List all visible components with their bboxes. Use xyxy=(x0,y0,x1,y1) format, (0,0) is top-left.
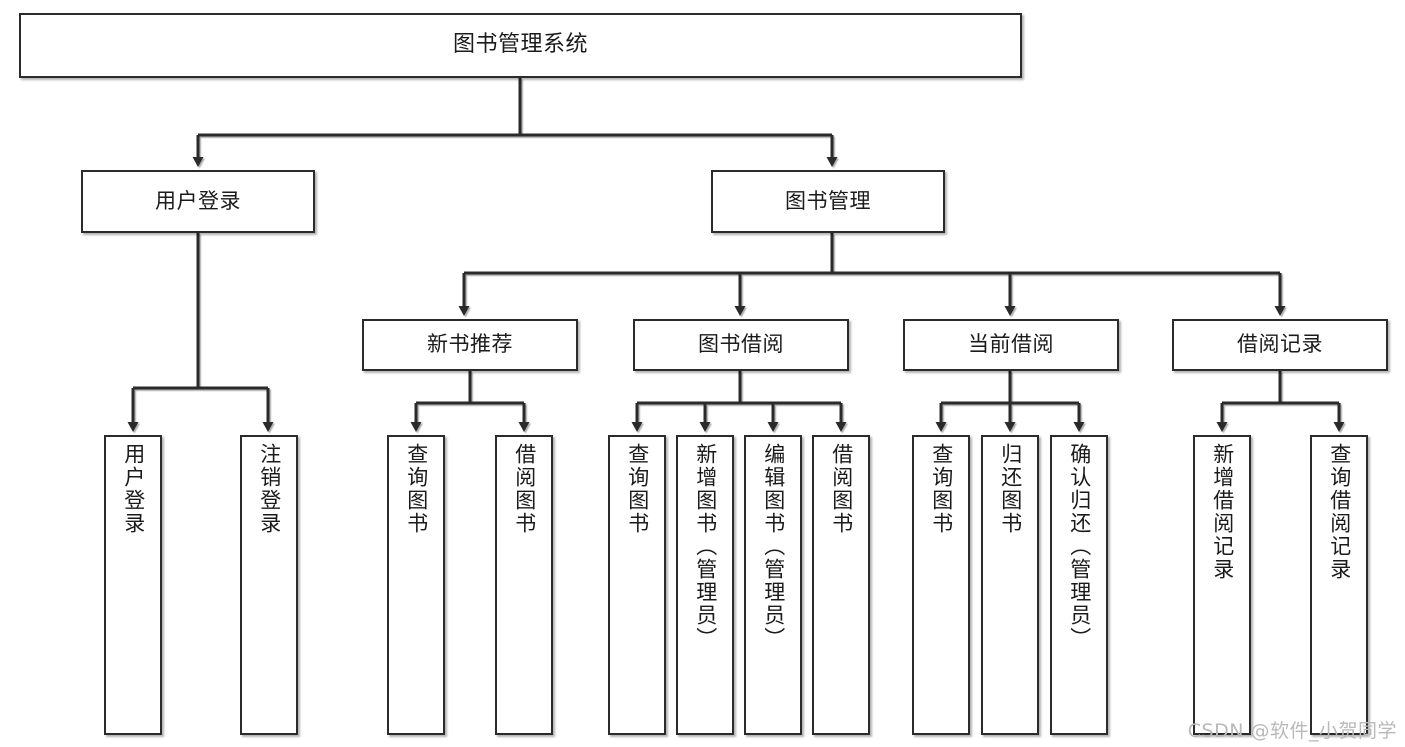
leaf-borrow-book-label: 借阅图书 xyxy=(829,443,854,535)
leaf-edit-book-admin[interactable]: 编辑图书（管理员） xyxy=(744,435,802,735)
leaf-add-borrow-record[interactable]: 新增借阅记录 xyxy=(1193,435,1251,735)
node-book-borrow-label: 图书借阅 xyxy=(698,332,784,357)
leaf-user-login-label: 用户登录 xyxy=(121,443,146,535)
node-user-login-label: 用户登录 xyxy=(155,188,241,213)
leaf-query-book-current-label: 查询图书 xyxy=(929,443,954,535)
node-new-book-recommend-label: 新书推荐 xyxy=(427,332,513,357)
leaf-user-login[interactable]: 用户登录 xyxy=(104,435,162,735)
leaf-borrow-book-recommend-label: 借阅图书 xyxy=(512,443,537,535)
leaf-add-borrow-record-label: 新增借阅记录 xyxy=(1210,443,1235,581)
leaf-borrow-book[interactable]: 借阅图书 xyxy=(812,435,870,735)
leaf-query-borrow-record[interactable]: 查询借阅记录 xyxy=(1310,435,1368,735)
leaf-confirm-return-admin[interactable]: 确认归还（管理员） xyxy=(1050,435,1108,735)
node-book-management-label: 图书管理 xyxy=(785,188,871,213)
node-user-login[interactable]: 用户登录 xyxy=(81,170,315,233)
node-borrow-records[interactable]: 借阅记录 xyxy=(1172,319,1388,371)
leaf-query-borrow-record-label: 查询借阅记录 xyxy=(1327,443,1352,581)
leaf-query-book-borrow-label: 查询图书 xyxy=(625,443,650,535)
leaf-add-book-admin-label: 新增图书（管理员） xyxy=(693,443,718,650)
leaf-logout[interactable]: 注销登录 xyxy=(240,435,298,735)
node-root[interactable]: 图书管理系统 xyxy=(19,13,1022,78)
leaf-add-book-admin[interactable]: 新增图书（管理员） xyxy=(676,435,734,735)
leaf-query-book-borrow[interactable]: 查询图书 xyxy=(608,435,666,735)
node-book-borrow[interactable]: 图书借阅 xyxy=(633,319,849,371)
leaf-return-book-label: 归还图书 xyxy=(998,443,1023,535)
node-new-book-recommend[interactable]: 新书推荐 xyxy=(362,319,578,371)
node-current-borrow[interactable]: 当前借阅 xyxy=(903,319,1119,371)
leaf-return-book[interactable]: 归还图书 xyxy=(981,435,1039,735)
node-root-label: 图书管理系统 xyxy=(452,32,588,58)
node-book-management[interactable]: 图书管理 xyxy=(711,170,945,233)
leaf-borrow-book-recommend[interactable]: 借阅图书 xyxy=(495,435,553,735)
leaf-logout-label: 注销登录 xyxy=(257,443,282,535)
leaf-confirm-return-admin-label: 确认归还（管理员） xyxy=(1067,443,1092,650)
node-current-borrow-label: 当前借阅 xyxy=(968,332,1054,357)
leaf-query-book-recommend-label: 查询图书 xyxy=(404,443,429,535)
leaf-query-book-current[interactable]: 查询图书 xyxy=(912,435,970,735)
leaf-query-book-recommend[interactable]: 查询图书 xyxy=(387,435,445,735)
leaf-edit-book-admin-label: 编辑图书（管理员） xyxy=(761,443,786,650)
node-borrow-records-label: 借阅记录 xyxy=(1237,332,1323,357)
